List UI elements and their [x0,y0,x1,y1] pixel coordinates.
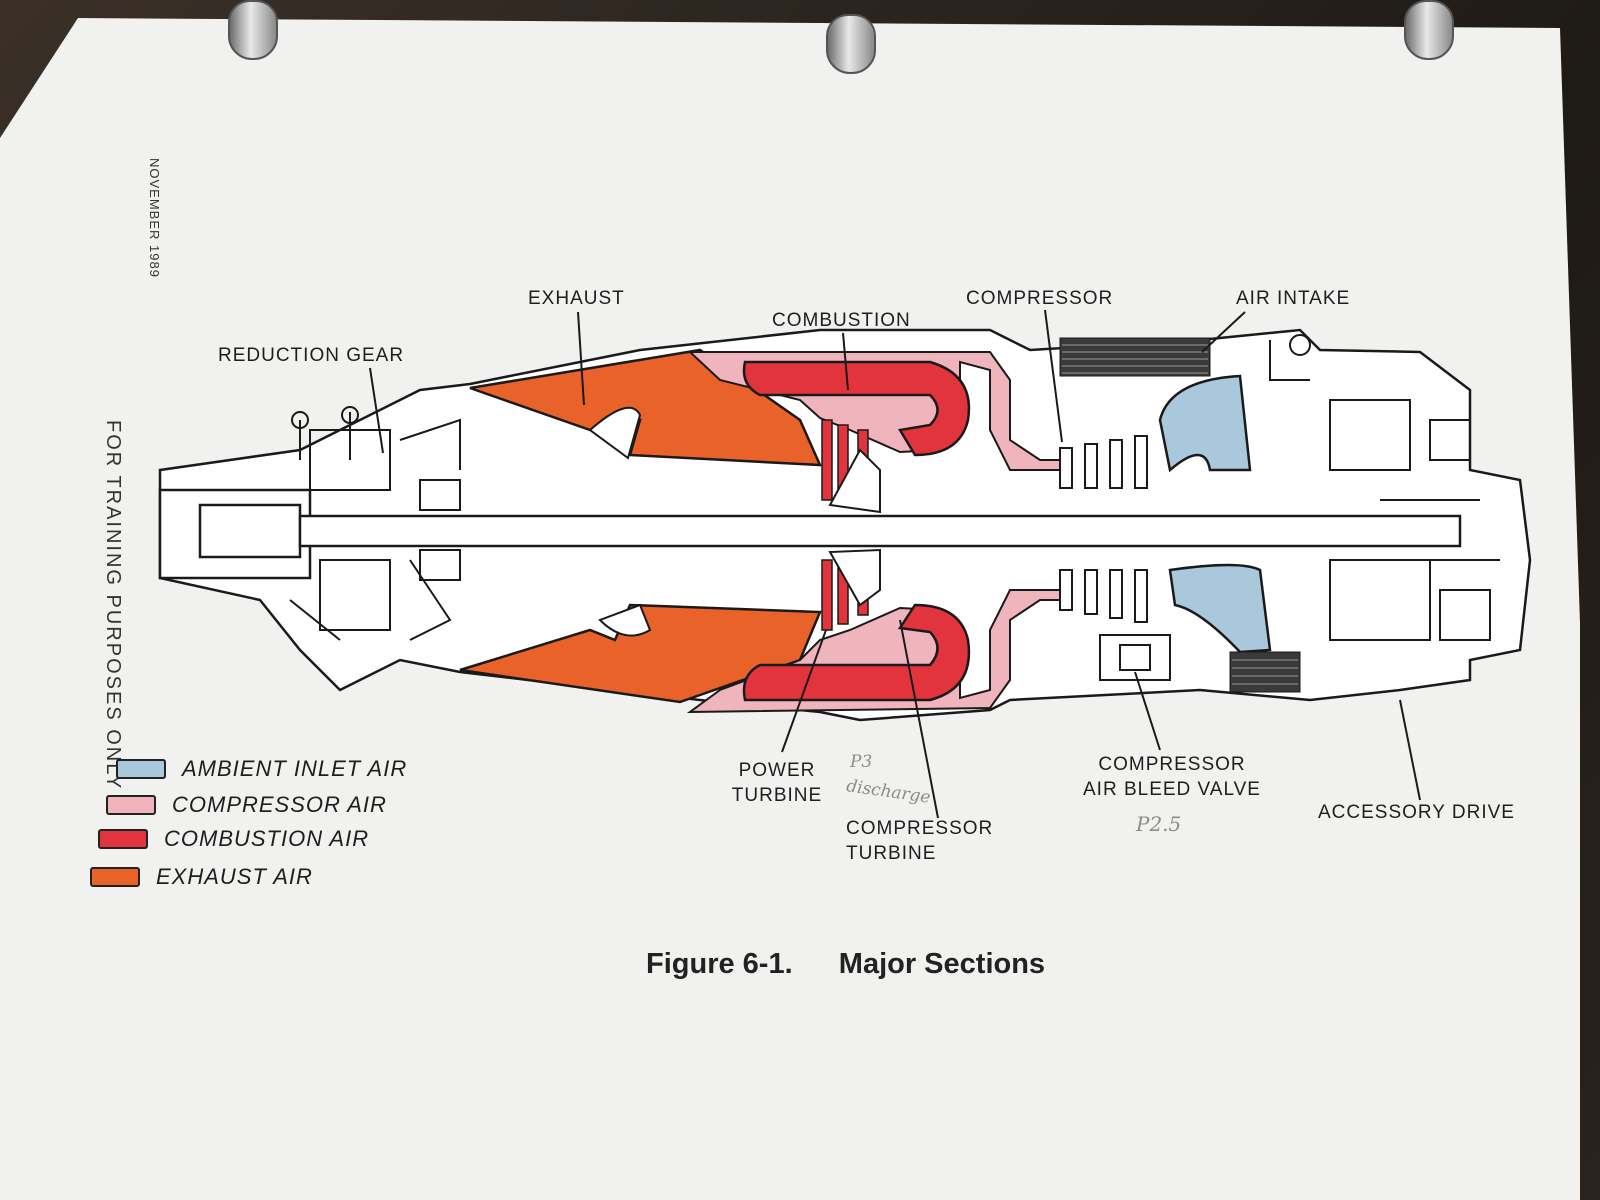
compressor-turbine-line-2: TURBINE [846,843,937,864]
binder-ring-left [228,0,278,60]
legend-item-exhaust: EXHAUST AIR [90,864,313,890]
turbine-disc-bottom [828,548,881,607]
figure-caption: Figure 6-1. Major Sections [646,948,1045,981]
main-shaft [298,514,1462,548]
air-intake-screen-top [1059,337,1211,377]
handwritten-p25: P2.5 [1136,812,1182,836]
legend-swatch-compressor [106,795,156,815]
label-compressor-turbine: COMPRESSOR TURBINE [846,816,993,866]
legend-label-ambient: AMBIENT INLET AIR [182,756,408,781]
label-combustion: COMBUSTION [772,310,911,331]
legend-item-compressor: COMPRESSOR AIR [106,792,387,818]
handwritten-p3: P3 [850,752,873,772]
legend-swatch-exhaust [90,867,140,887]
power-turbine-line-1: POWER [738,760,816,781]
exhaust-duct-bottom [459,603,822,704]
legend-label-compressor: COMPRESSOR AIR [172,792,387,817]
label-accessory-drive: ACCESSORY DRIVE [1318,802,1515,823]
callout-leaders [369,309,1421,819]
legend-swatch-combustion [98,829,148,849]
power-turbine-line-2: TURBINE [731,785,823,806]
bleed-valve-line-1: COMPRESSOR [1098,754,1246,775]
reduction-gearbox [289,406,461,641]
combustion-chamber-bottom [742,603,971,702]
binder-ring-right [1404,0,1454,60]
label-exhaust: EXHAUST [528,288,625,309]
figure-title: Major Sections [838,948,1046,980]
exhaust-vane-top [588,406,642,460]
axial-compressor-stages [1059,435,1148,623]
accessory-gearbox [1269,334,1500,641]
compressor-turbine-line-1: COMPRESSOR [846,818,994,839]
output-shaft-inner [198,503,302,559]
label-power-turbine: POWER TURBINE [712,758,842,808]
label-reduction-gear: REDUCTION GEAR [218,345,405,366]
label-air-intake: AIR INTAKE [1236,288,1351,309]
legend-label-exhaust: EXHAUST AIR [156,864,313,889]
figure-number: Figure 6-1. [646,948,793,980]
turbine-disc-top [828,448,881,514]
label-bleed-valve: COMPRESSOR AIR BLEED VALVE [1052,752,1292,802]
legend-item-ambient: AMBIENT INLET AIR [116,756,407,782]
exhaust-vane-bottom [598,603,652,637]
legend-label-combustion: COMBUSTION AIR [164,826,370,851]
label-compressor: COMPRESSOR [966,288,1114,309]
inlet-plenum-bottom [1168,563,1272,654]
legend-swatch-ambient [116,759,166,779]
air-intake-screen-bottom [1229,651,1301,693]
legend-item-combustion: COMBUSTION AIR [98,826,369,852]
binder-ring-middle [826,14,876,74]
combustion-chamber-top [742,360,971,457]
inlet-plenum-top [1158,374,1252,473]
bleed-valve-line-2: AIR BLEED VALVE [1083,779,1261,800]
